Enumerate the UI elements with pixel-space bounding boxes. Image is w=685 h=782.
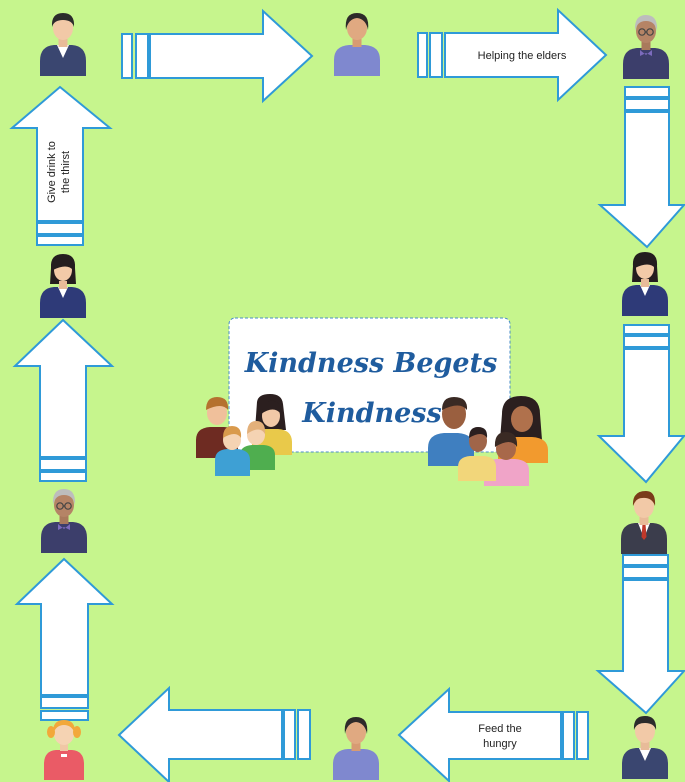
arrow-down-3	[595, 554, 685, 715]
title-line-1: Kindness Begets	[244, 348, 498, 379]
person-avatar-bottom-center	[333, 717, 379, 780]
title-line-2: Kindness	[301, 398, 441, 429]
label-give-drink-line-1: Give drink to	[46, 141, 58, 203]
arrow-down-2	[596, 324, 685, 484]
arrow-up-1	[14, 557, 115, 721]
label-feed-line-2: hungry	[483, 738, 517, 750]
elder-avatar-left	[40, 488, 88, 554]
label-give-drink: Give drink to the thirst	[46, 141, 72, 203]
arrow-right-1	[121, 8, 314, 104]
arrow-right-helping	[417, 7, 608, 103]
woman-avatar-left	[40, 254, 86, 318]
label-give-drink-line-2: the thirst	[60, 151, 72, 193]
label-helping-the-elders: Helping the elders	[478, 50, 567, 62]
woman-avatar-right	[622, 252, 668, 316]
elder-avatar-top-right	[622, 14, 670, 80]
arrow-left-feed	[397, 686, 589, 782]
person-avatar-top-center	[334, 13, 380, 76]
label-feed-line-1: Feed the	[478, 723, 521, 735]
cycle-arrows	[9, 7, 685, 782]
arrow-left-2	[117, 685, 311, 782]
arrow-up-2	[12, 318, 115, 482]
girl-avatar-bottom-left	[44, 720, 84, 780]
family-group-right-icon	[428, 396, 548, 486]
title-box	[228, 317, 511, 453]
man-avatar-bottom-right	[622, 716, 668, 779]
arrow-down-1	[597, 86, 685, 249]
family-group-left-icon	[196, 394, 292, 476]
arrow-up-drink	[9, 85, 113, 246]
man-avatar-top-left	[40, 13, 86, 76]
man-with-tie-avatar-right	[621, 491, 667, 554]
